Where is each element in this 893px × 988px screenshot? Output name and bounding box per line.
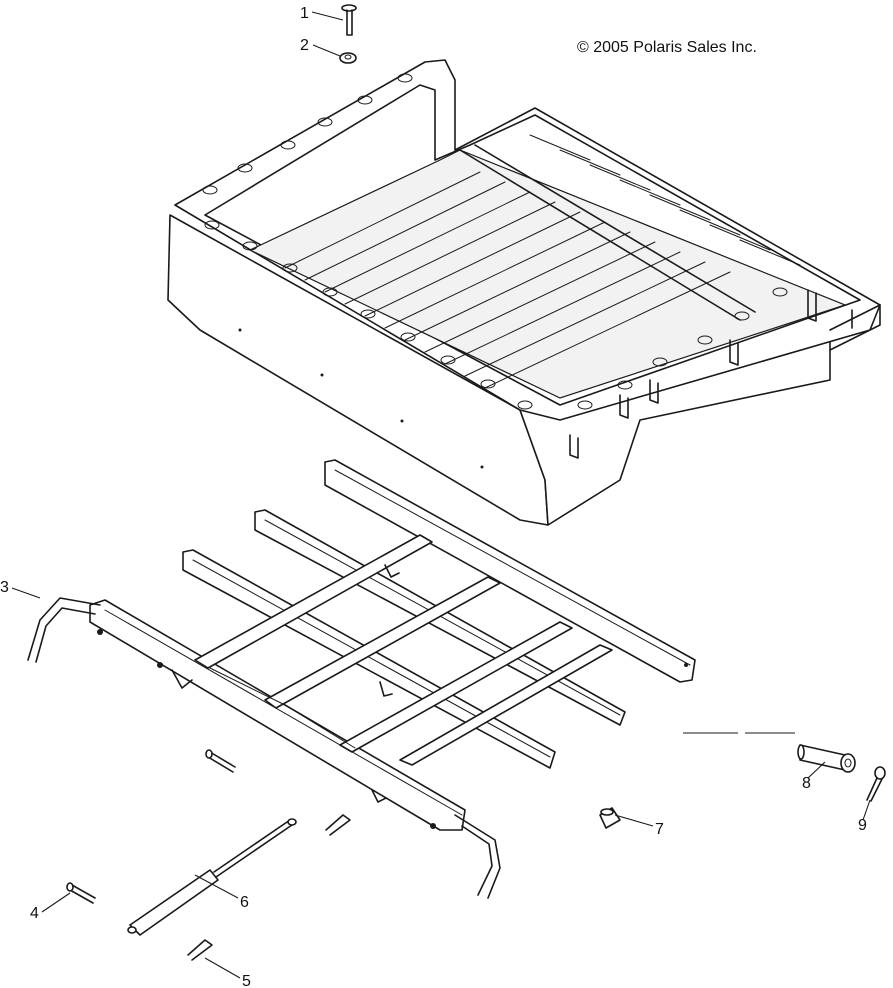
callout-9: 9 bbox=[858, 817, 867, 834]
callout-3: 3 bbox=[0, 579, 9, 596]
sub-frame bbox=[89, 459, 696, 831]
callout-labels: 1 2 3 4 5 6 7 8 9 bbox=[0, 5, 867, 988]
callout-6: 6 bbox=[240, 894, 249, 911]
latch-rod-left bbox=[27, 597, 101, 663]
callout-5: 5 bbox=[242, 973, 251, 988]
leader-lines bbox=[11, 11, 871, 979]
gas-strut-part-6 bbox=[127, 818, 297, 936]
cargo-box bbox=[167, 59, 881, 526]
callout-2: 2 bbox=[300, 37, 309, 54]
bolt-part-1 bbox=[341, 4, 357, 36]
callout-1: 1 bbox=[300, 5, 309, 22]
clip-part-5 bbox=[187, 814, 351, 961]
knob-part-7 bbox=[599, 807, 621, 829]
bolt-part-9 bbox=[866, 766, 886, 802]
pin-upper bbox=[205, 749, 236, 773]
nut-part-2 bbox=[339, 52, 357, 64]
callout-4: 4 bbox=[30, 905, 39, 922]
copyright-text: © 2005 Polaris Sales Inc. bbox=[577, 39, 757, 56]
callout-7: 7 bbox=[655, 821, 664, 838]
bushing-part-8 bbox=[797, 744, 856, 773]
pin-part-4 bbox=[66, 882, 96, 904]
latch-rod-right bbox=[454, 814, 501, 899]
callout-8: 8 bbox=[802, 775, 811, 792]
